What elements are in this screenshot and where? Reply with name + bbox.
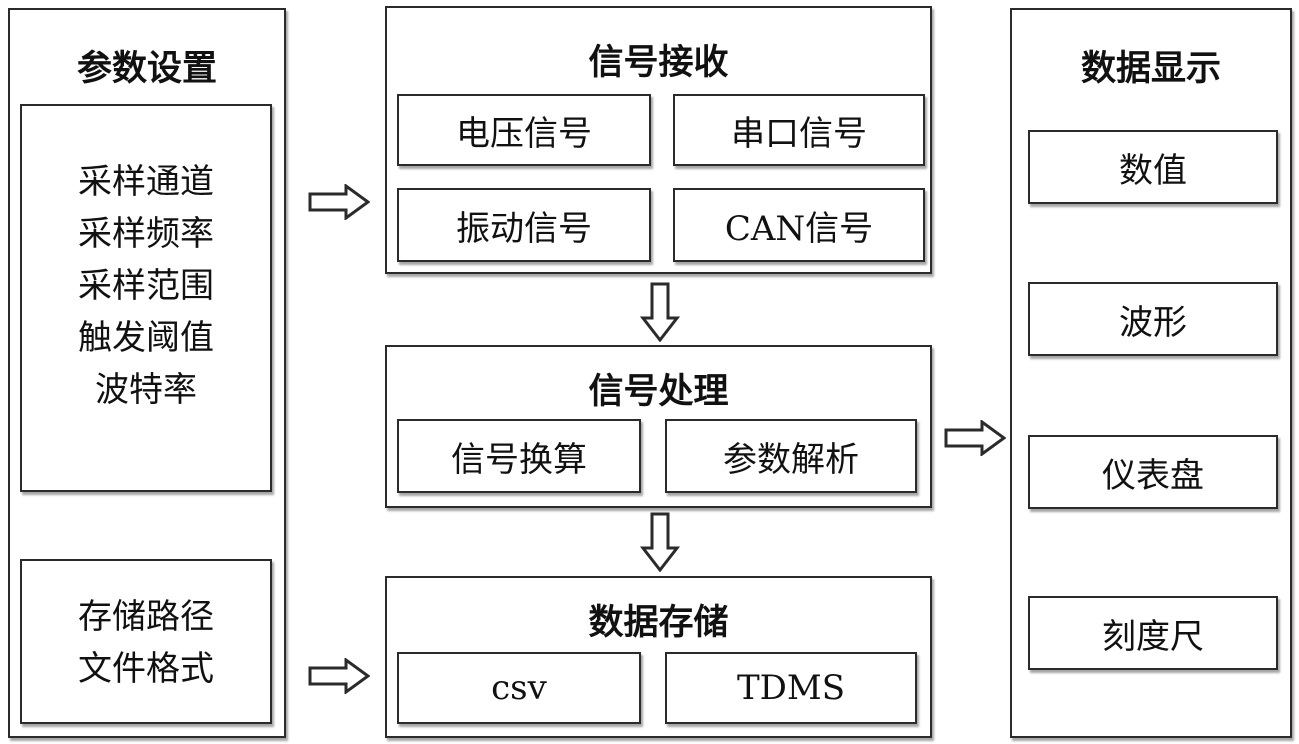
storage-settings-box: 存储路径 文件格式 — [20, 559, 272, 724]
waveform-display-box: 波形 — [1028, 282, 1278, 356]
serial-signal-box: 串口信号 — [673, 94, 925, 166]
data-display-title: 数据显示 — [1080, 49, 1221, 89]
signal-processing-panel: 信号处理 信号换算 参数解析 — [385, 345, 932, 508]
storage-setting-item: 存储路径 — [78, 597, 214, 637]
right-arrow-icon — [944, 420, 1006, 456]
sampling-item: 采样范围 — [78, 266, 214, 306]
scale-display-box: 刻度尺 — [1028, 596, 1278, 670]
gauge-display-box: 仪表盘 — [1028, 435, 1278, 509]
tdms-format-box: TDMS — [665, 652, 917, 724]
sampling-item: 触发阈值 — [78, 318, 214, 358]
parameter-settings-panel: 参数设置 采样通道 采样频率 采样范围 触发阈值 波特率 存储路径 文件格式 — [8, 8, 286, 738]
sampling-settings-list: 采样通道 采样频率 采样范围 触发阈值 波特率 — [22, 156, 270, 416]
numeric-display-box: 数值 — [1028, 130, 1278, 204]
data-display-panel: 数据显示 数值 波形 仪表盘 刻度尺 — [1010, 8, 1292, 738]
signal-receive-panel: 信号接收 电压信号 串口信号 振动信号 CAN信号 — [385, 6, 932, 274]
right-arrow-icon — [308, 184, 370, 220]
sampling-item: 波特率 — [95, 370, 197, 410]
sampling-item: 采样频率 — [78, 214, 214, 254]
parameter-settings-title: 参数设置 — [76, 49, 217, 89]
data-storage-title: 数据存储 — [588, 603, 729, 643]
csv-format-box: csv — [397, 652, 641, 724]
sampling-item: 采样通道 — [78, 162, 214, 202]
signal-processing-title: 信号处理 — [588, 372, 729, 412]
can-signal-box: CAN信号 — [673, 188, 925, 262]
data-storage-panel: 数据存储 csv TDMS — [385, 576, 932, 738]
vibration-signal-box: 振动信号 — [397, 188, 651, 262]
voltage-signal-box: 电压信号 — [397, 94, 651, 166]
sampling-settings-box: 采样通道 采样频率 采样范围 触发阈值 波特率 — [20, 104, 272, 492]
storage-settings-list: 存储路径 文件格式 — [22, 591, 270, 695]
signal-conversion-box: 信号换算 — [397, 419, 641, 493]
parameter-parsing-box: 参数解析 — [665, 419, 917, 493]
right-arrow-icon — [308, 658, 370, 694]
down-arrow-icon — [640, 282, 680, 342]
signal-receive-title: 信号接收 — [588, 43, 729, 83]
down-arrow-icon — [640, 512, 680, 572]
storage-setting-item: 文件格式 — [78, 649, 214, 689]
